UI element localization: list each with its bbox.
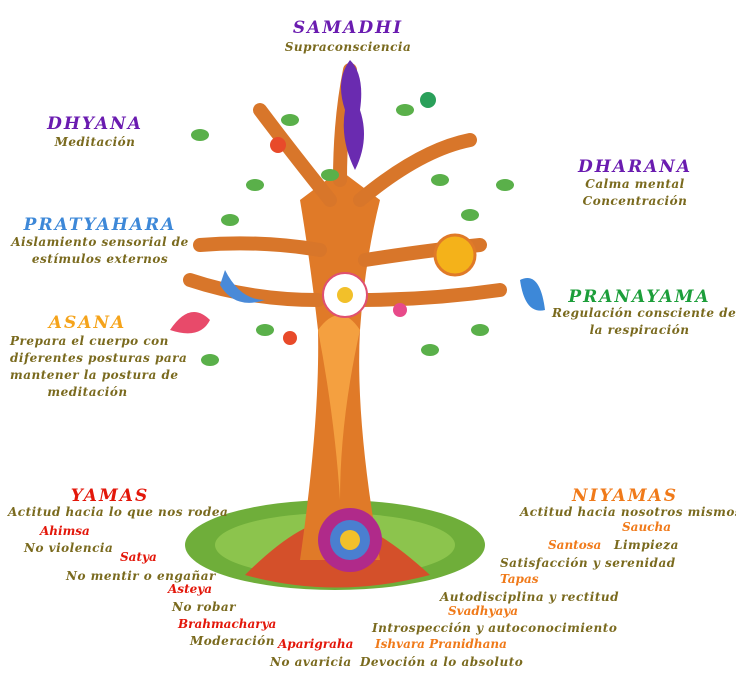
leaves bbox=[191, 104, 514, 366]
yamas-title: YAMAS bbox=[70, 486, 150, 506]
pranayama-title: PRANAYAMA bbox=[568, 287, 711, 307]
yama-name: Aparigraha bbox=[278, 637, 354, 651]
pratyahara-desc-2: estímulos externos bbox=[31, 252, 169, 266]
branches bbox=[183, 63, 507, 307]
yama-name: Satya bbox=[120, 550, 157, 564]
niyama-meaning: Autodisciplina y rectitud bbox=[440, 590, 620, 604]
dharana-desc-1: Calma mental bbox=[585, 177, 685, 191]
yama-meaning: No robar bbox=[172, 600, 236, 614]
meditating-figure bbox=[341, 60, 364, 170]
moon-icon bbox=[220, 270, 265, 303]
niyama-meaning: Satisfacción y serenidad bbox=[500, 556, 676, 570]
yama-name: Asteya bbox=[168, 582, 212, 596]
sun-icon bbox=[433, 233, 477, 277]
dharana-title: DHARANA bbox=[577, 157, 693, 177]
samadhi-desc: Supraconsciencia bbox=[284, 40, 412, 54]
bird-icon bbox=[520, 278, 545, 311]
flower-icon bbox=[393, 303, 407, 317]
pranayama-desc-2: la respiración bbox=[589, 323, 690, 337]
pranayama-desc-1: Regulación consciente de bbox=[552, 306, 736, 320]
dharana-desc-2: Concentración bbox=[582, 194, 688, 208]
niyamas-title: NIYAMAS bbox=[571, 486, 678, 506]
yama-meaning: Moderación bbox=[190, 634, 276, 648]
flower-icon bbox=[283, 331, 297, 345]
niyama-name: Ishvara Pranidhana bbox=[375, 637, 507, 651]
asana-desc-1: Prepara el cuerpo con bbox=[10, 334, 169, 348]
niyama-meaning: Devoción a lo absoluto bbox=[360, 655, 524, 669]
niyama-name: Saucha bbox=[622, 520, 671, 534]
pratyahara-desc-1: Aislamiento sensorial de bbox=[11, 235, 189, 249]
bird-icon bbox=[170, 312, 210, 334]
niyamas-desc: Actitud hacia nosotros mismos bbox=[520, 505, 736, 519]
pratyahara-title: PRATYAHARA bbox=[23, 215, 177, 235]
niyama-name: Tapas bbox=[500, 572, 539, 586]
yama-meaning: No avaricia bbox=[270, 655, 352, 669]
flower-icon bbox=[270, 137, 286, 153]
flower-icon bbox=[420, 92, 436, 108]
yama-name: Brahmacharya bbox=[178, 617, 277, 631]
dhyana-title: DHYANA bbox=[47, 114, 143, 134]
samadhi-title: SAMADHI bbox=[292, 18, 404, 38]
asana-title: ASANA bbox=[48, 313, 127, 333]
dhyana-desc: Meditación bbox=[54, 135, 136, 149]
yama-meaning: No mentir o engañar bbox=[66, 569, 216, 583]
yama-name: Ahimsa bbox=[40, 524, 90, 538]
yamas-desc: Actitud hacia lo que nos rodea bbox=[8, 505, 229, 519]
niyama-meaning: Introspección y autoconocimiento bbox=[372, 621, 618, 635]
lotus-flower-icon bbox=[322, 272, 368, 318]
niyama-name: Santosa bbox=[548, 538, 602, 552]
asana-desc-3: mantener la postura de bbox=[10, 368, 179, 382]
niyama-name: Svadhyaya bbox=[448, 604, 519, 618]
asana-desc-2: diferentes posturas para bbox=[10, 351, 188, 365]
asana-desc-4: meditación bbox=[47, 385, 128, 399]
yama-meaning: No violencia bbox=[24, 541, 114, 555]
niyama-meaning: Limpieza bbox=[614, 538, 679, 552]
